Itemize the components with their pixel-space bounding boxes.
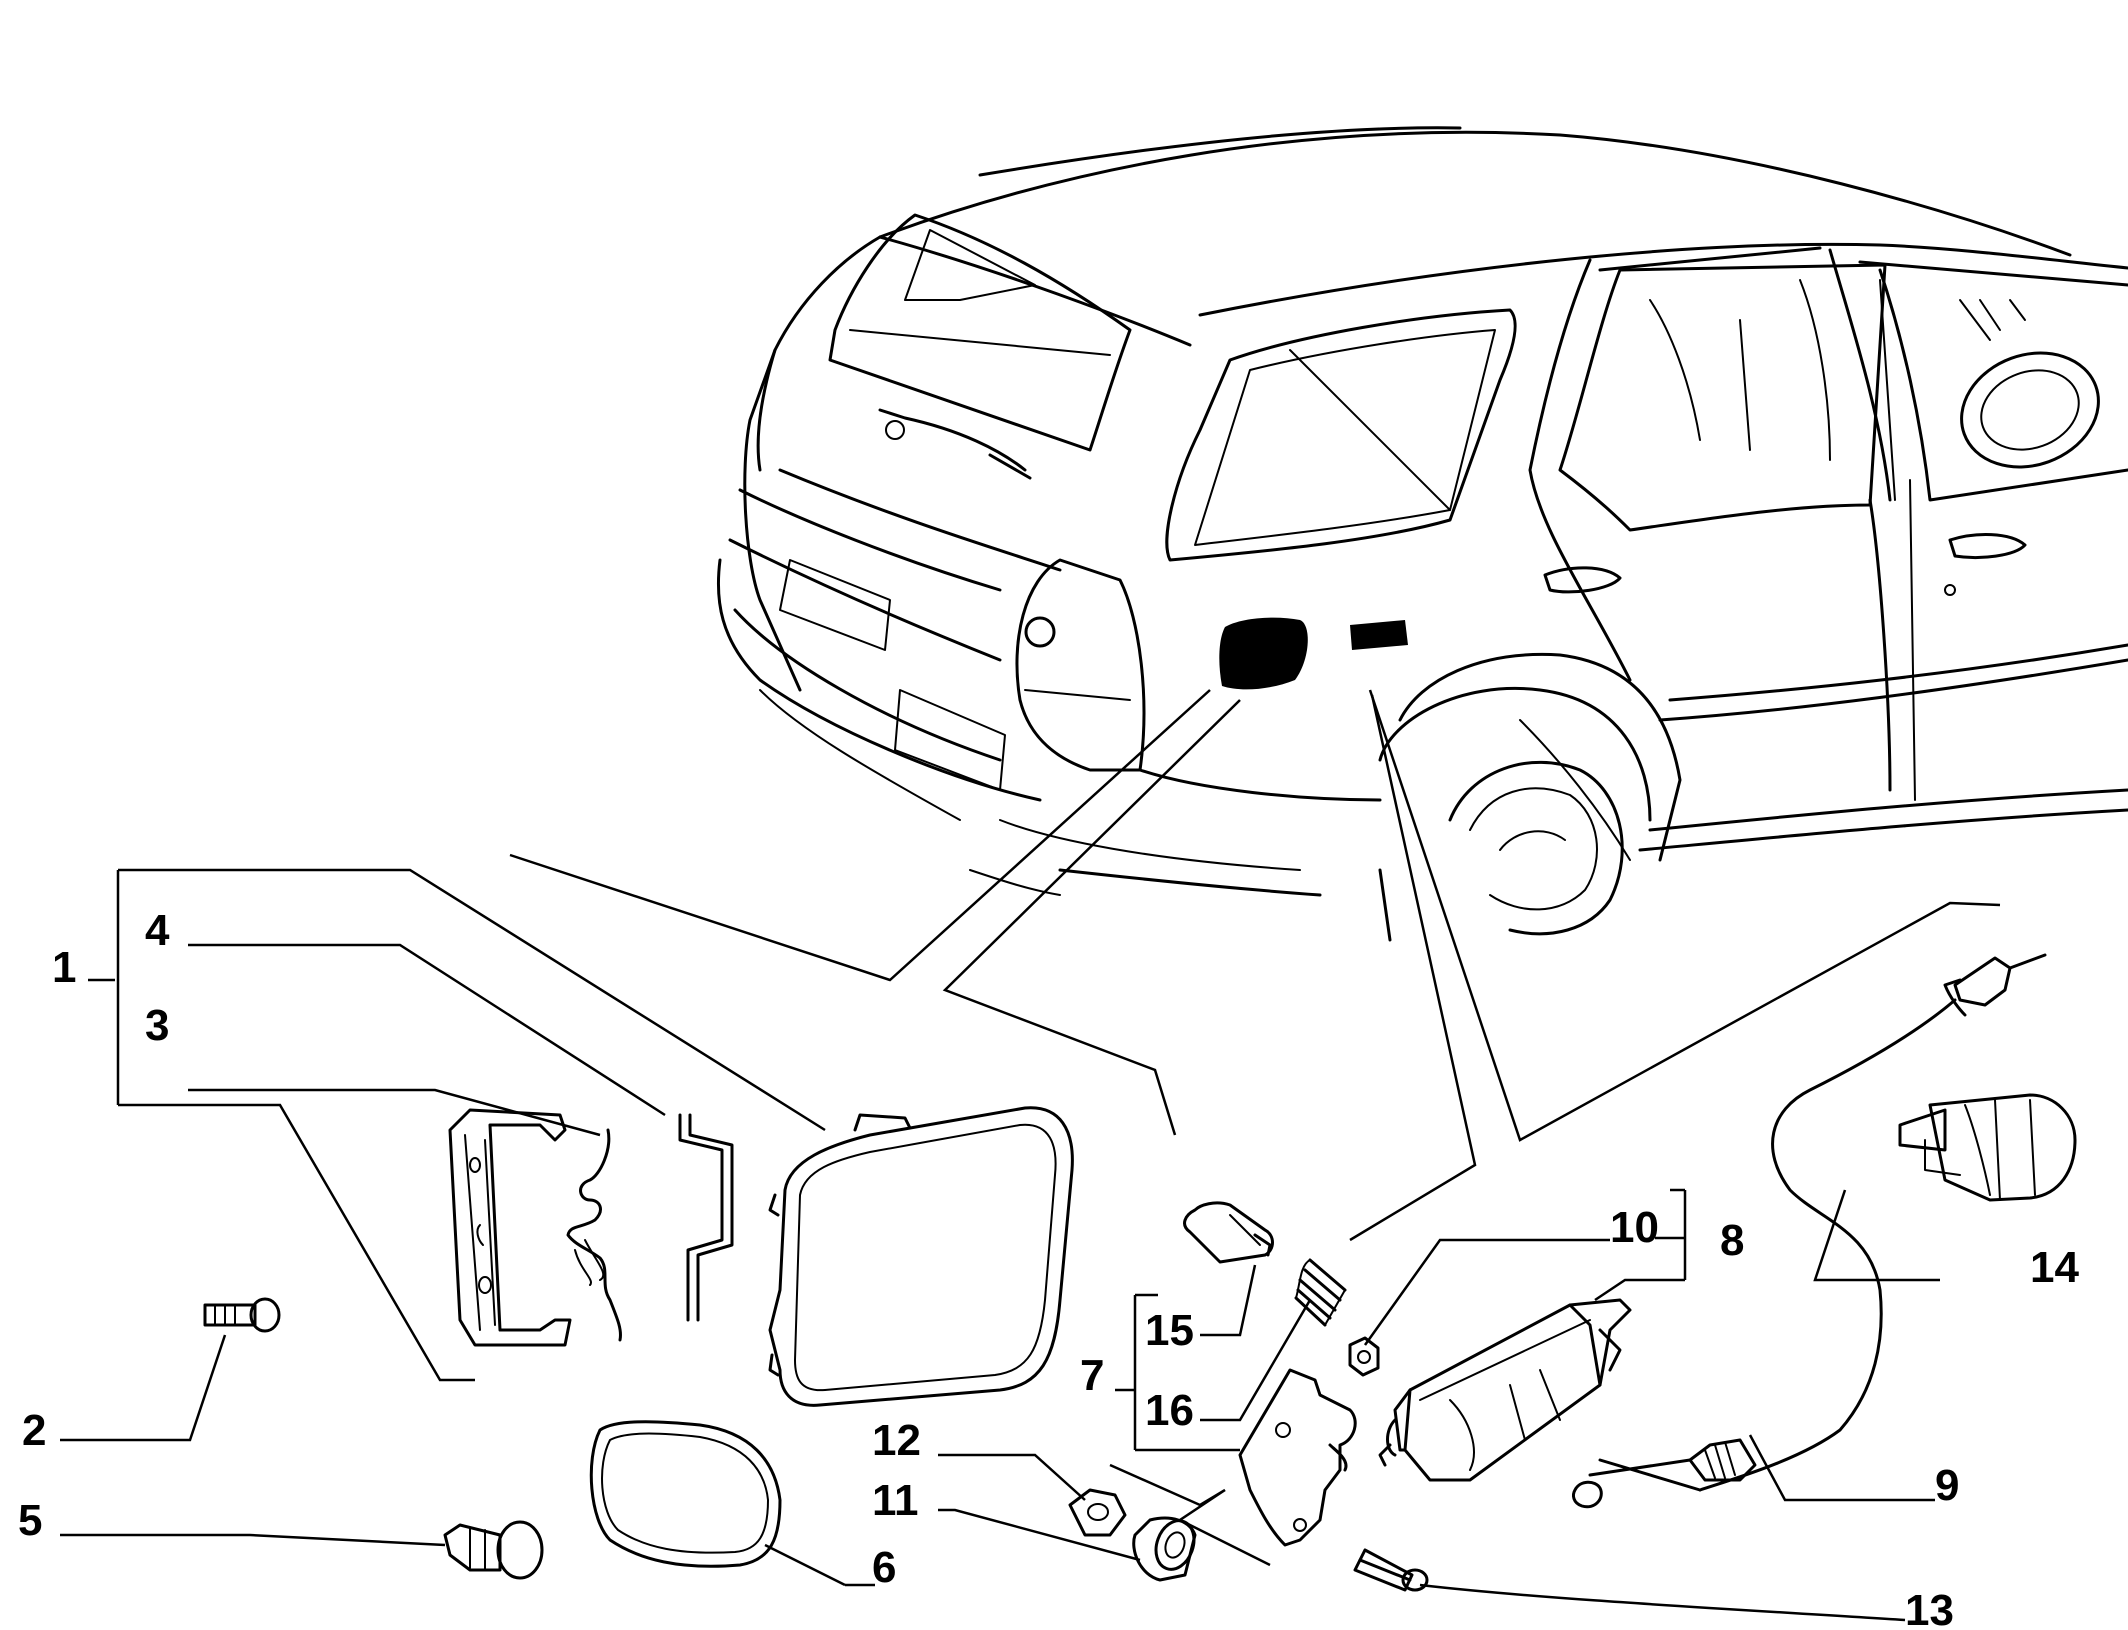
hinge-bracket-part [448, 1108, 572, 1347]
fuel-flap-location-marker [1219, 617, 1308, 690]
callout-13: 13 [1905, 1586, 1954, 1630]
nut-part-12 [1068, 1488, 1127, 1537]
callout-4: 4 [145, 906, 170, 955]
nut-part-10 [1348, 1336, 1380, 1377]
latch-location-marker [1350, 620, 1408, 650]
actuator-part [1378, 1298, 1632, 1482]
callout-14: 14 [2030, 1243, 2079, 1292]
seal-part-6 [589, 1420, 782, 1568]
callout-11: 11 [872, 1476, 919, 1525]
spring-part-16 [1294, 1258, 1347, 1327]
bushing-leader-arrow [1109, 1463, 1271, 1567]
callout-8: 8 [1720, 1216, 1744, 1265]
callout-12: 12 [872, 1416, 921, 1465]
spring-clip-part-3 [566, 1128, 622, 1342]
callout-3: 3 [145, 1001, 169, 1050]
fuel-flap-door-part [768, 1106, 1074, 1407]
connector-part [1898, 1093, 2077, 1202]
wire-rod-part-4 [678, 1113, 734, 1322]
bolt-part-2 [203, 1297, 281, 1333]
callout-9: 9 [1935, 1461, 1959, 1510]
callout-5: 5 [18, 1496, 42, 1545]
callout-15: 15 [1145, 1306, 1194, 1355]
callout-7: 7 [1080, 1351, 1104, 1400]
zoom-lines [509, 689, 2001, 1242]
lock-housing-part [1238, 1368, 1357, 1547]
cable-part [1572, 953, 2047, 1509]
car-illustration [716, 126, 2128, 942]
callout-10: 10 [1610, 1203, 1659, 1252]
callout-16: 16 [1145, 1386, 1194, 1435]
plunger-part-15 [1183, 1201, 1274, 1264]
callout-6: 6 [872, 1543, 896, 1592]
callout-1: 1 [52, 943, 76, 992]
leader-lines [60, 868, 1940, 1622]
screw-part-13 [1353, 1548, 1429, 1592]
callout-labels: 1 4 3 2 5 6 12 11 7 15 16 10 8 14 9 13 [18, 906, 2079, 1630]
callout-2: 2 [22, 1406, 46, 1455]
clip-part-5 [443, 1520, 544, 1580]
